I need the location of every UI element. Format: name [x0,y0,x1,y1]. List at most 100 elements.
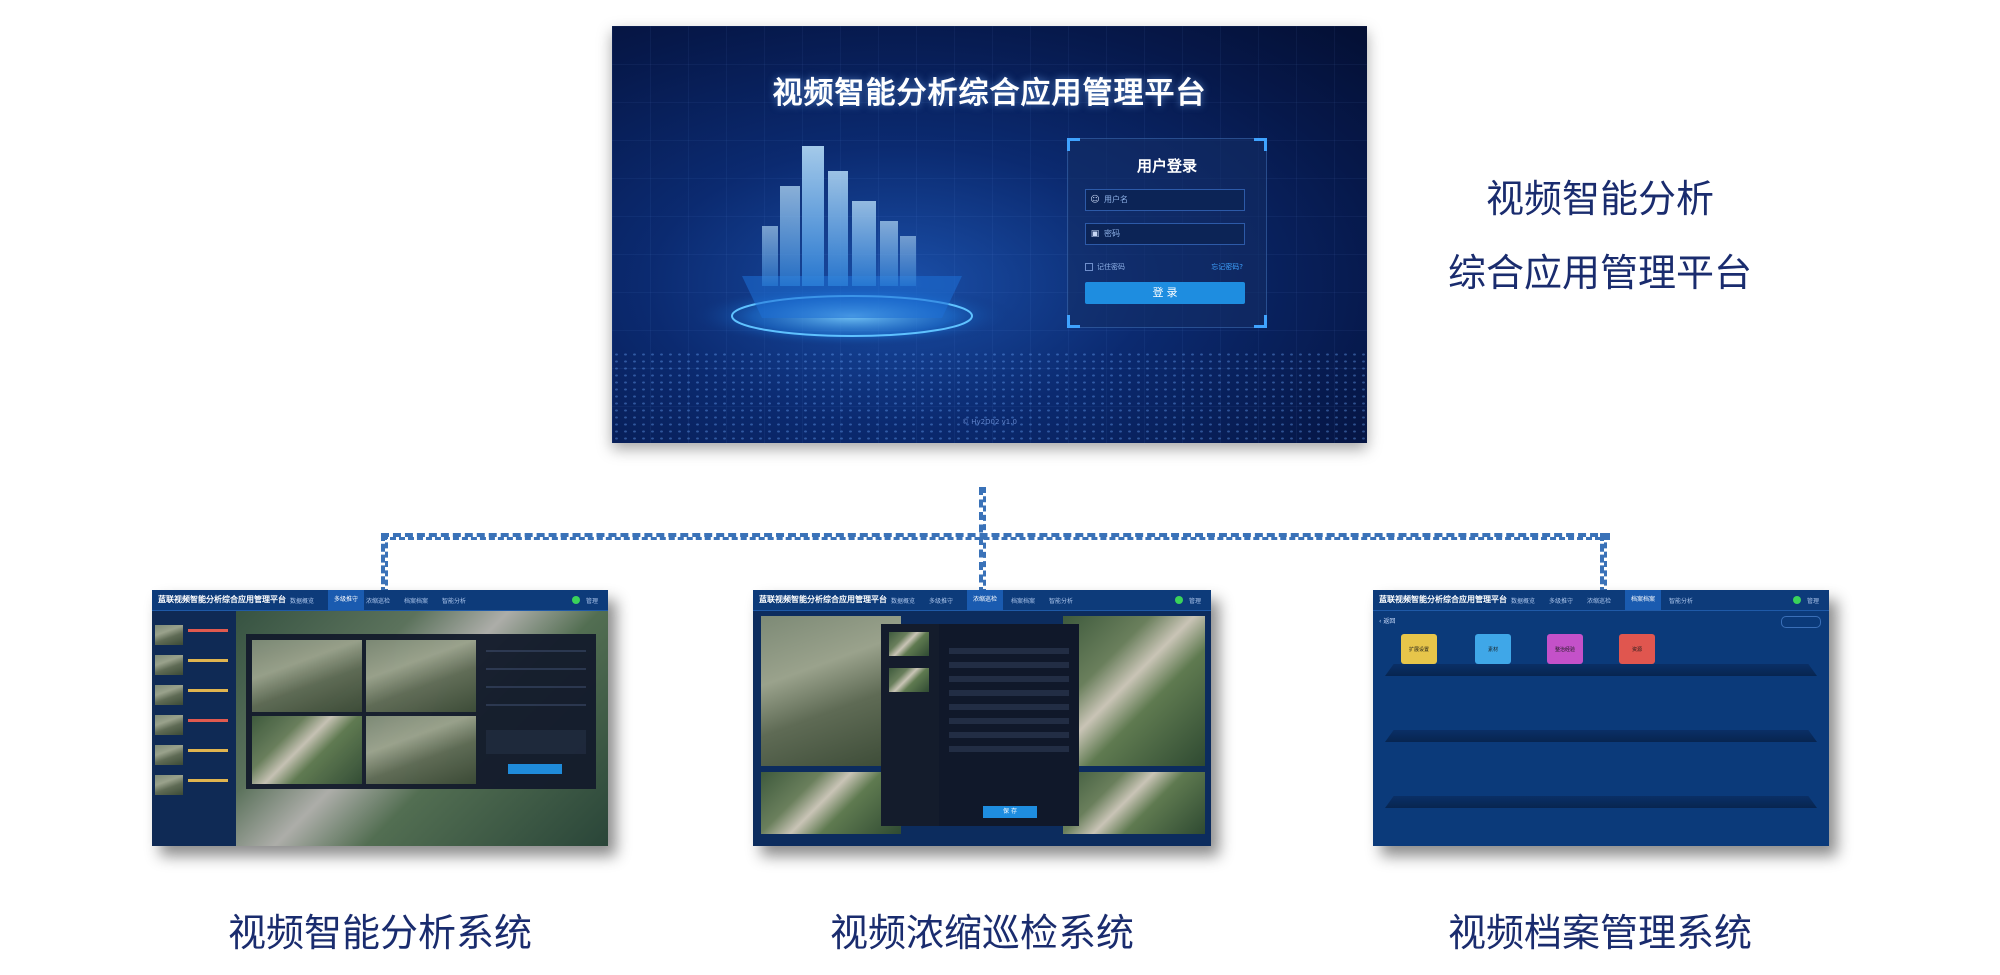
app-title: 蓝联视频智能分析综合应用管理平台 [759,595,887,604]
detail-row [486,704,586,706]
username-placeholder: 用户名 [1104,195,1128,204]
shelf [1385,730,1817,742]
back-label: 返回 [1383,618,1396,625]
camera-row[interactable] [949,732,1069,738]
alarm-thumb [155,775,183,795]
snapshot-image[interactable] [366,716,476,784]
subsystem-patrol-screen: 蓝联视频智能分析综合应用管理平台 数据概览 多级推守 浓缩巡检 档案档案 智能分… [753,590,1211,846]
nav-item[interactable]: 浓缩巡检 [366,598,391,605]
alarm-line [188,779,228,782]
user-icon: ☺ [1090,195,1100,205]
nav-item-active[interactable]: 档案档案 [1625,590,1662,610]
status-indicator [572,596,580,604]
detail-row [486,668,586,670]
alarm-line [188,749,228,752]
nav-item[interactable]: 智能分析 [442,598,467,605]
connector-horizontal [381,533,1610,540]
camera-row[interactable] [949,746,1069,752]
camera-row[interactable] [949,690,1069,696]
forgot-password-link[interactable]: 忘记密码? [1211,263,1243,271]
platform-caption-line1: 视频智能分析 [1485,177,1714,221]
camera-list: 保 存 [939,624,1079,826]
folder-label: 整治经验 [1554,647,1575,653]
remember-checkbox[interactable] [1085,263,1093,271]
video-tile[interactable] [761,772,901,834]
subsystem-caption-patrol: 视频浓缩巡检系统 [829,911,1134,955]
lock-icon: ▣ [1090,229,1100,239]
app-title: 蓝联视频智能分析综合应用管理平台 [158,595,286,604]
user-name[interactable]: 管理 [1807,598,1820,605]
user-name[interactable]: 管理 [586,598,599,605]
comment-box[interactable] [486,730,586,754]
snapshot-image[interactable] [252,640,362,712]
folder-icon[interactable]: 资源 [1619,634,1655,664]
nav-item-active[interactable]: 浓缩巡检 [967,590,1004,610]
folder-icon[interactable]: 扩展设置 [1401,634,1437,664]
folder-icon[interactable]: 素材 [1475,634,1511,664]
camera-row[interactable] [949,662,1069,668]
alarm-thumb [155,655,183,675]
password-placeholder: 密码 [1104,229,1120,238]
video-tile[interactable] [1063,772,1205,834]
nav-item[interactable]: 档案档案 [1011,598,1036,605]
save-button[interactable]: 保 存 [983,806,1037,818]
platform-title: 视频智能分析综合应用管理平台 [772,76,1207,111]
nav-item[interactable]: 多级推守 [929,598,954,605]
camera-row[interactable] [949,718,1069,724]
login-button[interactable]: 登 录 [1085,282,1245,304]
detail-row [486,686,586,688]
login-footer: © Hy2D02 v1.0 [962,418,1017,426]
connector-vertical-right [1600,533,1607,595]
camera-row[interactable] [949,648,1069,654]
patrol-task-dialog: 保 存 [881,624,1079,826]
nav-item[interactable]: 数据概览 [891,598,916,605]
password-input[interactable]: ▣ 密码 [1085,223,1245,245]
submit-button[interactable] [508,764,562,774]
video-tile[interactable] [761,616,901,766]
nav-item[interactable]: 档案档案 [404,598,429,605]
folder-label: 素材 [1487,647,1498,653]
alarm-sidebar [152,611,236,846]
detail-row [486,650,586,652]
nav-item[interactable]: 智能分析 [1049,598,1074,605]
nav-item[interactable]: 浓缩巡检 [1587,598,1612,605]
status-indicator [1175,596,1183,604]
nav-item[interactable]: 多级推守 [1549,598,1574,605]
task-thumb[interactable] [889,632,929,656]
user-name[interactable]: 管理 [1189,598,1202,605]
folder-icon[interactable]: 整治经验 [1547,634,1583,664]
nav-item-active[interactable]: 多级推守 [328,590,365,610]
login-screen: 视频智能分析综合应用管理平台 用户登录 [612,26,1367,443]
folder-label: 资源 [1631,647,1642,653]
folder-label: 扩展设置 [1408,647,1429,653]
new-folder-button[interactable] [1781,616,1821,628]
connector-vertical-center [979,487,986,595]
camera-row[interactable] [949,704,1069,710]
remember-row: 记住密码 忘记密码? [1085,262,1243,274]
username-input[interactable]: ☺ 用户名 [1085,189,1245,211]
camera-row[interactable] [949,676,1069,682]
app-topbar [152,590,608,611]
snapshot-image[interactable] [366,640,476,712]
status-indicator [1793,596,1801,604]
platform-caption-line2: 综合应用管理平台 [1447,251,1752,295]
video-tile[interactable] [1063,616,1205,766]
snapshot-image[interactable] [252,716,362,784]
nav-item[interactable]: 智能分析 [1669,598,1694,605]
remember-label: 记住密码 [1097,263,1125,271]
particle-wave [612,351,1367,443]
alarm-thumb [155,745,183,765]
alarm-thumb [155,715,183,735]
alarm-line [188,689,228,692]
nav-item[interactable]: 数据概览 [290,598,315,605]
shelf [1385,664,1817,676]
subsystem-caption-archive: 视频档案管理系统 [1447,911,1752,955]
connector-vertical-left [381,533,388,595]
login-panel: 用户登录 ☺用户名 ▣密码 记住密码 忘记密码? 登 录 [1067,138,1267,328]
alarm-line [188,629,228,632]
back-button[interactable]: ‹ 返回 [1379,618,1396,625]
app-title: 蓝联视频智能分析综合应用管理平台 [1379,595,1507,604]
task-thumb[interactable] [889,668,929,692]
nav-item[interactable]: 数据概览 [1511,598,1536,605]
alarm-thumb [155,685,183,705]
